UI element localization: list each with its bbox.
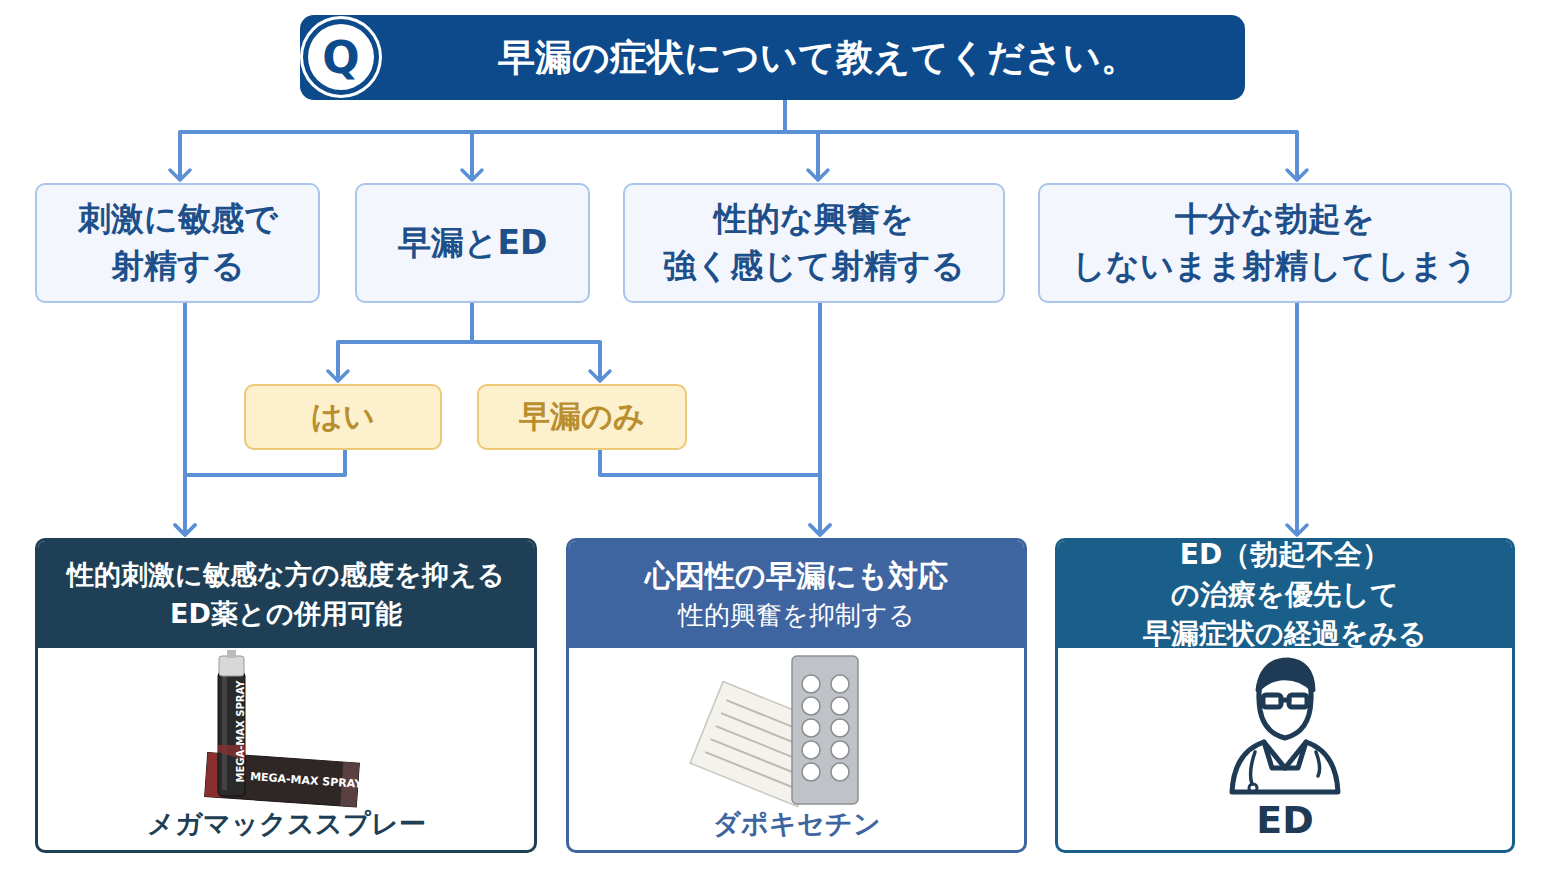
connector-arrow	[472, 100, 785, 180]
treatment-card: 性的刺激に敏感な方の感度を抑える ED薬との併用可能メガマックススプレー	[35, 538, 537, 853]
treatment-card: ED（勃起不全）の治療を優先して 早漏症状の経過をみる ED	[1055, 538, 1515, 853]
card-header: ED（勃起不全）の治療を優先して 早漏症状の経過をみる	[1058, 541, 1512, 648]
connector-arrow	[785, 100, 818, 180]
connector-arrow	[185, 450, 345, 535]
card-heading: 性的興奮を抑制する	[678, 597, 915, 634]
node-text: 刺激に敏感で 射精する	[47, 196, 308, 290]
connector-arrow	[180, 100, 785, 180]
card-header: 性的刺激に敏感な方の感度を抑える ED薬との併用可能	[38, 541, 534, 648]
product-label: MEGA-MAX SPRAY	[235, 680, 246, 782]
symptom-box: 十分な勃起を しないまま射精してしまう	[1038, 183, 1512, 303]
answer-box: はい	[244, 384, 442, 450]
card-footer: メガマックススプレー	[38, 806, 534, 842]
card-heading: ED（勃起不全）の治療を優先して 早漏症状の経過をみる	[1070, 538, 1500, 654]
card-header: 心因性の早漏にも対応性的興奮を抑制する	[569, 541, 1024, 648]
node-text: 十分な勃起を しないまま射精してしまう	[1050, 196, 1500, 290]
node-text: はい	[311, 396, 375, 438]
card-footer: ED	[1058, 798, 1512, 842]
question-badge: Q	[303, 19, 379, 95]
connector-arrow	[785, 100, 1297, 180]
product-name: メガマックススプレー	[38, 806, 534, 842]
node-text: Q	[322, 32, 359, 83]
card-heading: 性的刺激に敏感な方の感度を抑える ED薬との併用可能	[50, 556, 522, 633]
answer-box: 早漏のみ	[477, 384, 687, 450]
connector-arrow	[472, 303, 600, 381]
treatment-card: 心因性の早漏にも対応性的興奮を抑制するダポキセチン	[566, 538, 1027, 853]
question-bar: 早漏の症状について教えてください。 Q	[300, 15, 1245, 100]
connector-arrow	[600, 450, 820, 535]
symptom-box: 刺激に敏感で 射精する	[35, 183, 320, 303]
product-name: ダポキセチン	[569, 806, 1024, 842]
symptom-box: 早漏とED	[355, 183, 590, 303]
connector-arrow	[1295, 303, 1299, 535]
card-footer: ダポキセチン	[569, 806, 1024, 842]
symptom-box: 性的な興奮を 強く感じて射精する	[623, 183, 1005, 303]
product-name: ED	[1058, 798, 1512, 842]
connector-arrow	[338, 303, 472, 381]
node-text: 早漏とED	[398, 220, 548, 267]
node-text: 性的な興奮を 強く感じて射精する	[635, 196, 993, 290]
node-text: 早漏のみ	[519, 396, 645, 438]
node-text: 早漏の症状について教えてください。	[498, 33, 1138, 83]
card-heading: 心因性の早漏にも対応	[645, 555, 948, 598]
